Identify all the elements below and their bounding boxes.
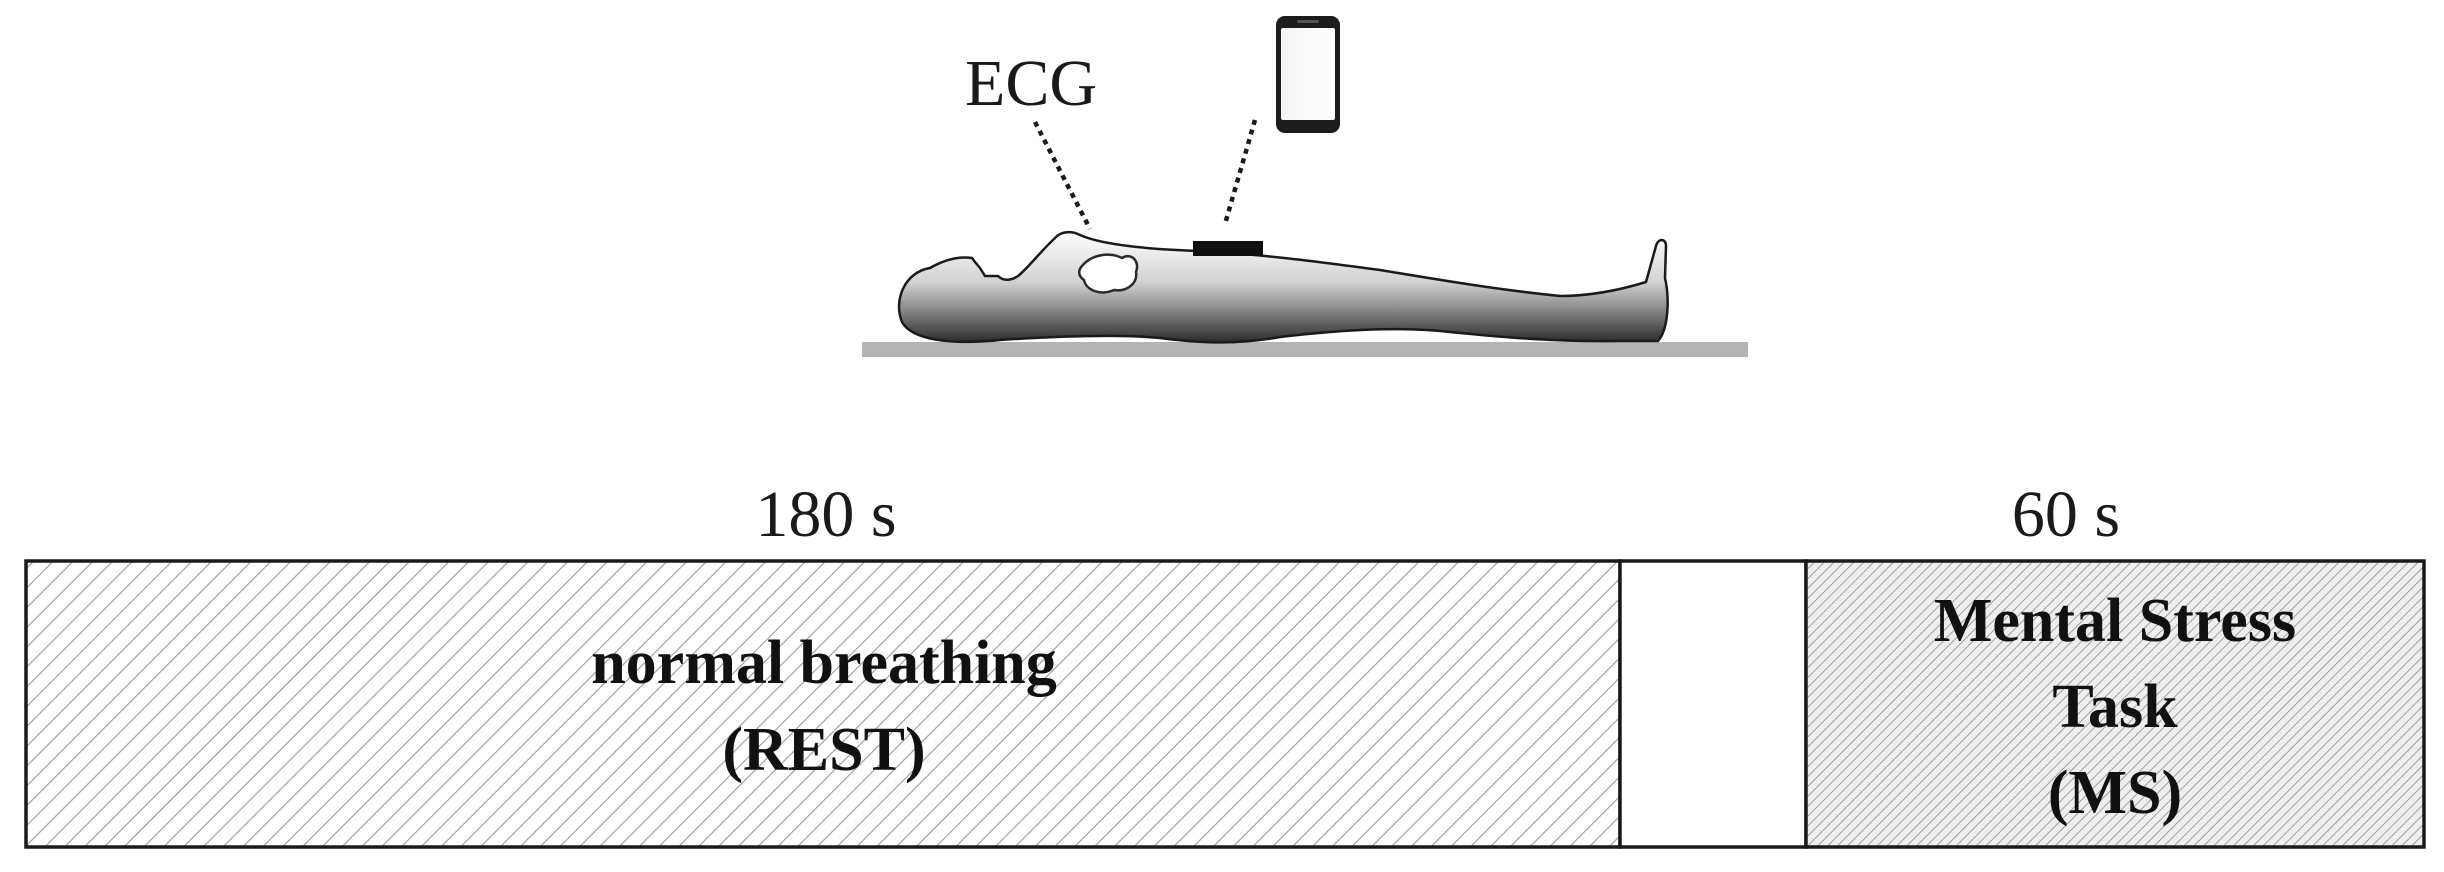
sensor-patch <box>1193 241 1263 256</box>
ecg-label: ECG <box>965 47 1097 120</box>
phase-ms-name-line2: Task <box>2052 673 2178 741</box>
phase-mental-stress: Mental Stress Task (MS) <box>1804 559 2426 849</box>
heart-icon <box>1078 253 1139 294</box>
bed <box>862 342 1748 357</box>
smartphone-icon <box>1276 16 1340 133</box>
phase-rest-block <box>24 559 1622 849</box>
phase-ms-abbrev: (MS) <box>2048 759 2182 827</box>
ms-duration-label: 60 s <box>2012 478 2120 551</box>
phase-rest-name: normal breathing <box>591 629 1057 697</box>
protocol-timeline: 180 s 60 s normal breathing (REST) Menta… <box>24 478 2426 849</box>
ecg-lead-line <box>1032 120 1093 231</box>
rest-duration-label: 180 s <box>755 478 896 551</box>
supine-person-icon <box>897 230 1669 344</box>
phase-ms-name-line1: Mental Stress <box>1934 587 2296 655</box>
sensor-lead-line <box>1222 119 1258 225</box>
phase-rest-abbrev: (REST) <box>722 716 925 784</box>
phase-gap-block <box>1618 559 1808 849</box>
phase-ms-block <box>1804 559 2426 849</box>
phase-rest: normal breathing (REST) <box>24 559 1622 849</box>
subject-illustration: ECG <box>862 16 1748 357</box>
